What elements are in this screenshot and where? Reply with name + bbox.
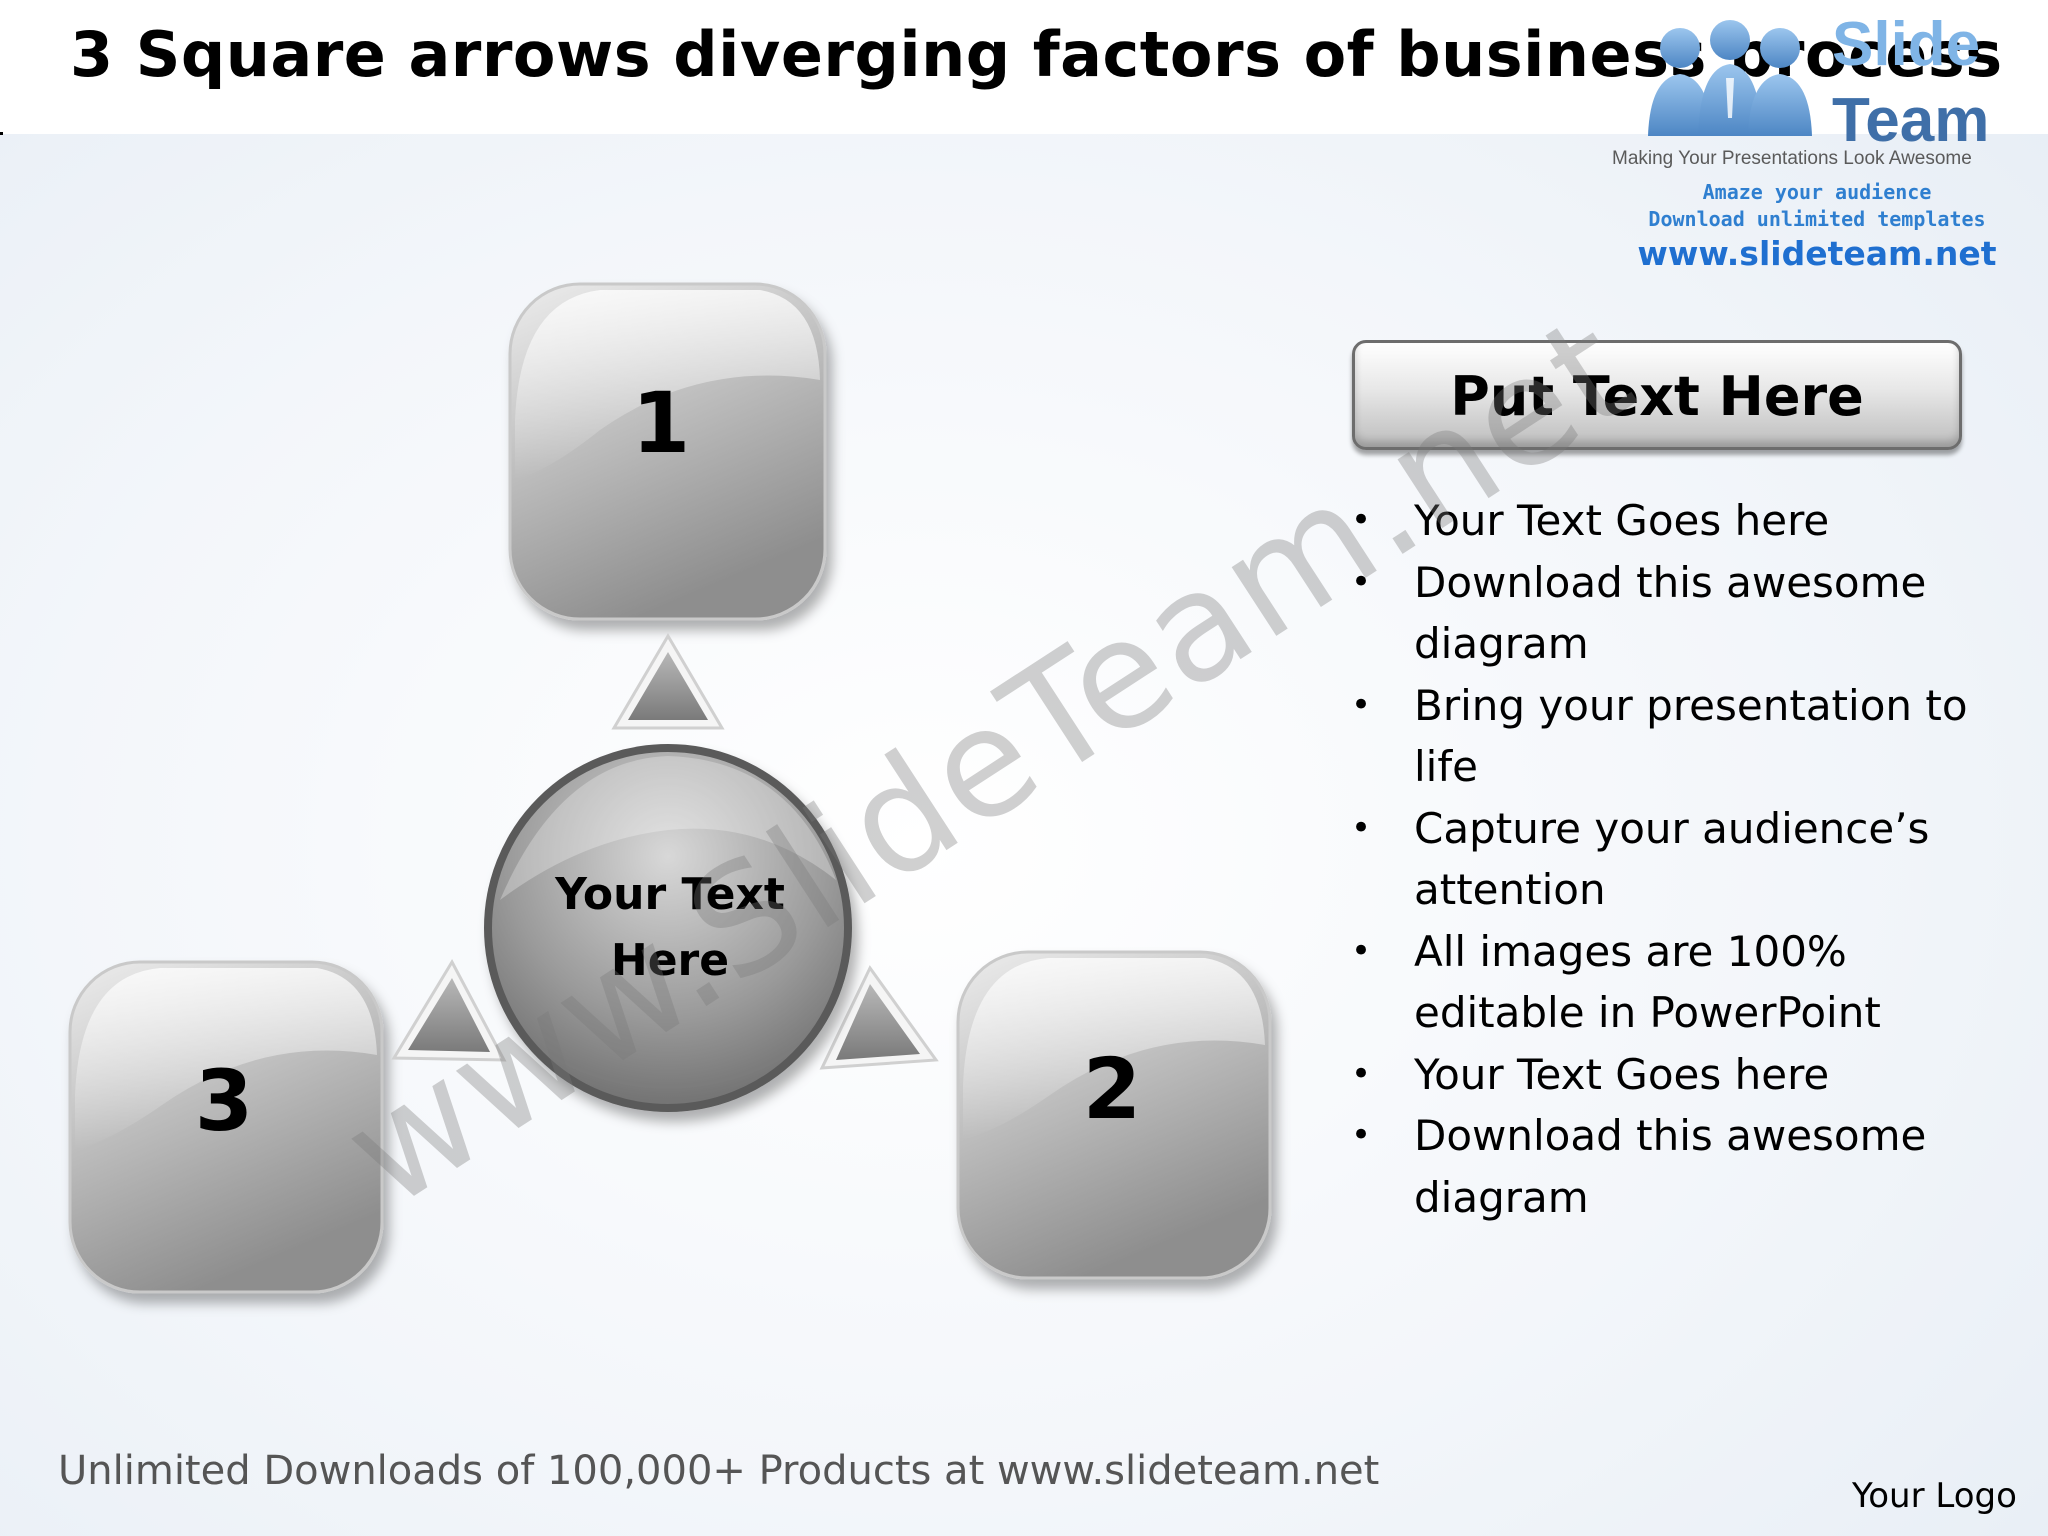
list-item-text: All images are 100% editable in PowerPoi… — [1414, 926, 1881, 1038]
panel-header-box[interactable]: Put Text Here — [1352, 340, 1962, 450]
list-item: • Download this awesome diagram — [1346, 552, 1986, 675]
brand-word-team: Team — [1832, 86, 1990, 155]
bullet-icon: • — [1350, 684, 1372, 725]
list-item: • Your Text Goes here — [1346, 1044, 1986, 1106]
bullet-icon: • — [1350, 807, 1372, 848]
list-item-text: Your Text Goes here — [1414, 496, 1830, 545]
list-item-text: Capture your audience’s attention — [1414, 803, 1930, 915]
bullet-icon: • — [1350, 500, 1372, 540]
list-item: • Download this awesome diagram — [1346, 1105, 1986, 1228]
edge-mark — [0, 132, 3, 135]
center-hub[interactable] — [484, 744, 852, 1112]
factor-number-2: 2 — [1082, 1040, 1142, 1138]
factor-box-3[interactable] — [68, 960, 384, 1294]
list-item: • Bring your presentation to life — [1346, 675, 1986, 798]
bullet-icon: • — [1350, 930, 1372, 971]
factor-number-3: 3 — [194, 1052, 254, 1150]
bullet-icon: • — [1350, 1053, 1372, 1094]
arrow-triangle-left — [391, 958, 507, 1062]
list-item-text: Bring your presentation to life — [1414, 680, 1968, 792]
brand-tagline: Making Your Presentations Look Awesome — [1612, 148, 1972, 169]
people-icon — [1648, 20, 1812, 136]
arrow-triangle-up — [611, 633, 725, 730]
list-item-text: Your Text Goes here — [1414, 1049, 1830, 1099]
brand-url-link[interactable]: www.slideteam.net — [1637, 234, 1997, 273]
factor-box-1[interactable] — [508, 282, 827, 621]
center-text-line-1: Your Text — [555, 869, 785, 920]
logo-placeholder[interactable]: Your Logo — [1852, 1476, 2017, 1516]
brand-word-slide: Slide — [1832, 10, 1981, 79]
brand-line-download: Download unlimited templates — [1648, 207, 1986, 231]
slideteam-logo[interactable]: Slide Team Making Your Presentations Loo… — [1600, 10, 2030, 274]
center-text: Your Text Here — [520, 862, 820, 994]
list-item: • Capture your audience’s attention — [1346, 798, 1986, 921]
list-item-text: Download this awesome diagram — [1414, 1111, 1927, 1222]
arrow-triangle-right — [819, 965, 939, 1070]
center-text-line-2: Here — [610, 935, 730, 986]
footer-text: Unlimited Downloads of 100,000+ Products… — [58, 1448, 1380, 1494]
list-item: • All images are 100% editable in PowerPo… — [1346, 921, 1986, 1044]
factor-number-1: 1 — [631, 374, 691, 472]
bullet-icon: • — [1350, 561, 1372, 602]
factor-box-2[interactable] — [956, 950, 1272, 1280]
brand-line-amaze: Amaze your audience — [1702, 180, 1932, 204]
bullet-list: • Your Text Goes here • Download this awes… — [1346, 490, 1986, 1228]
bullet-icon: • — [1350, 1115, 1372, 1155]
panel-header-text: Put Text Here — [1450, 365, 1864, 428]
list-item: • Your Text Goes here — [1346, 490, 1986, 552]
list-item-text: Download this awesome diagram — [1414, 557, 1927, 669]
